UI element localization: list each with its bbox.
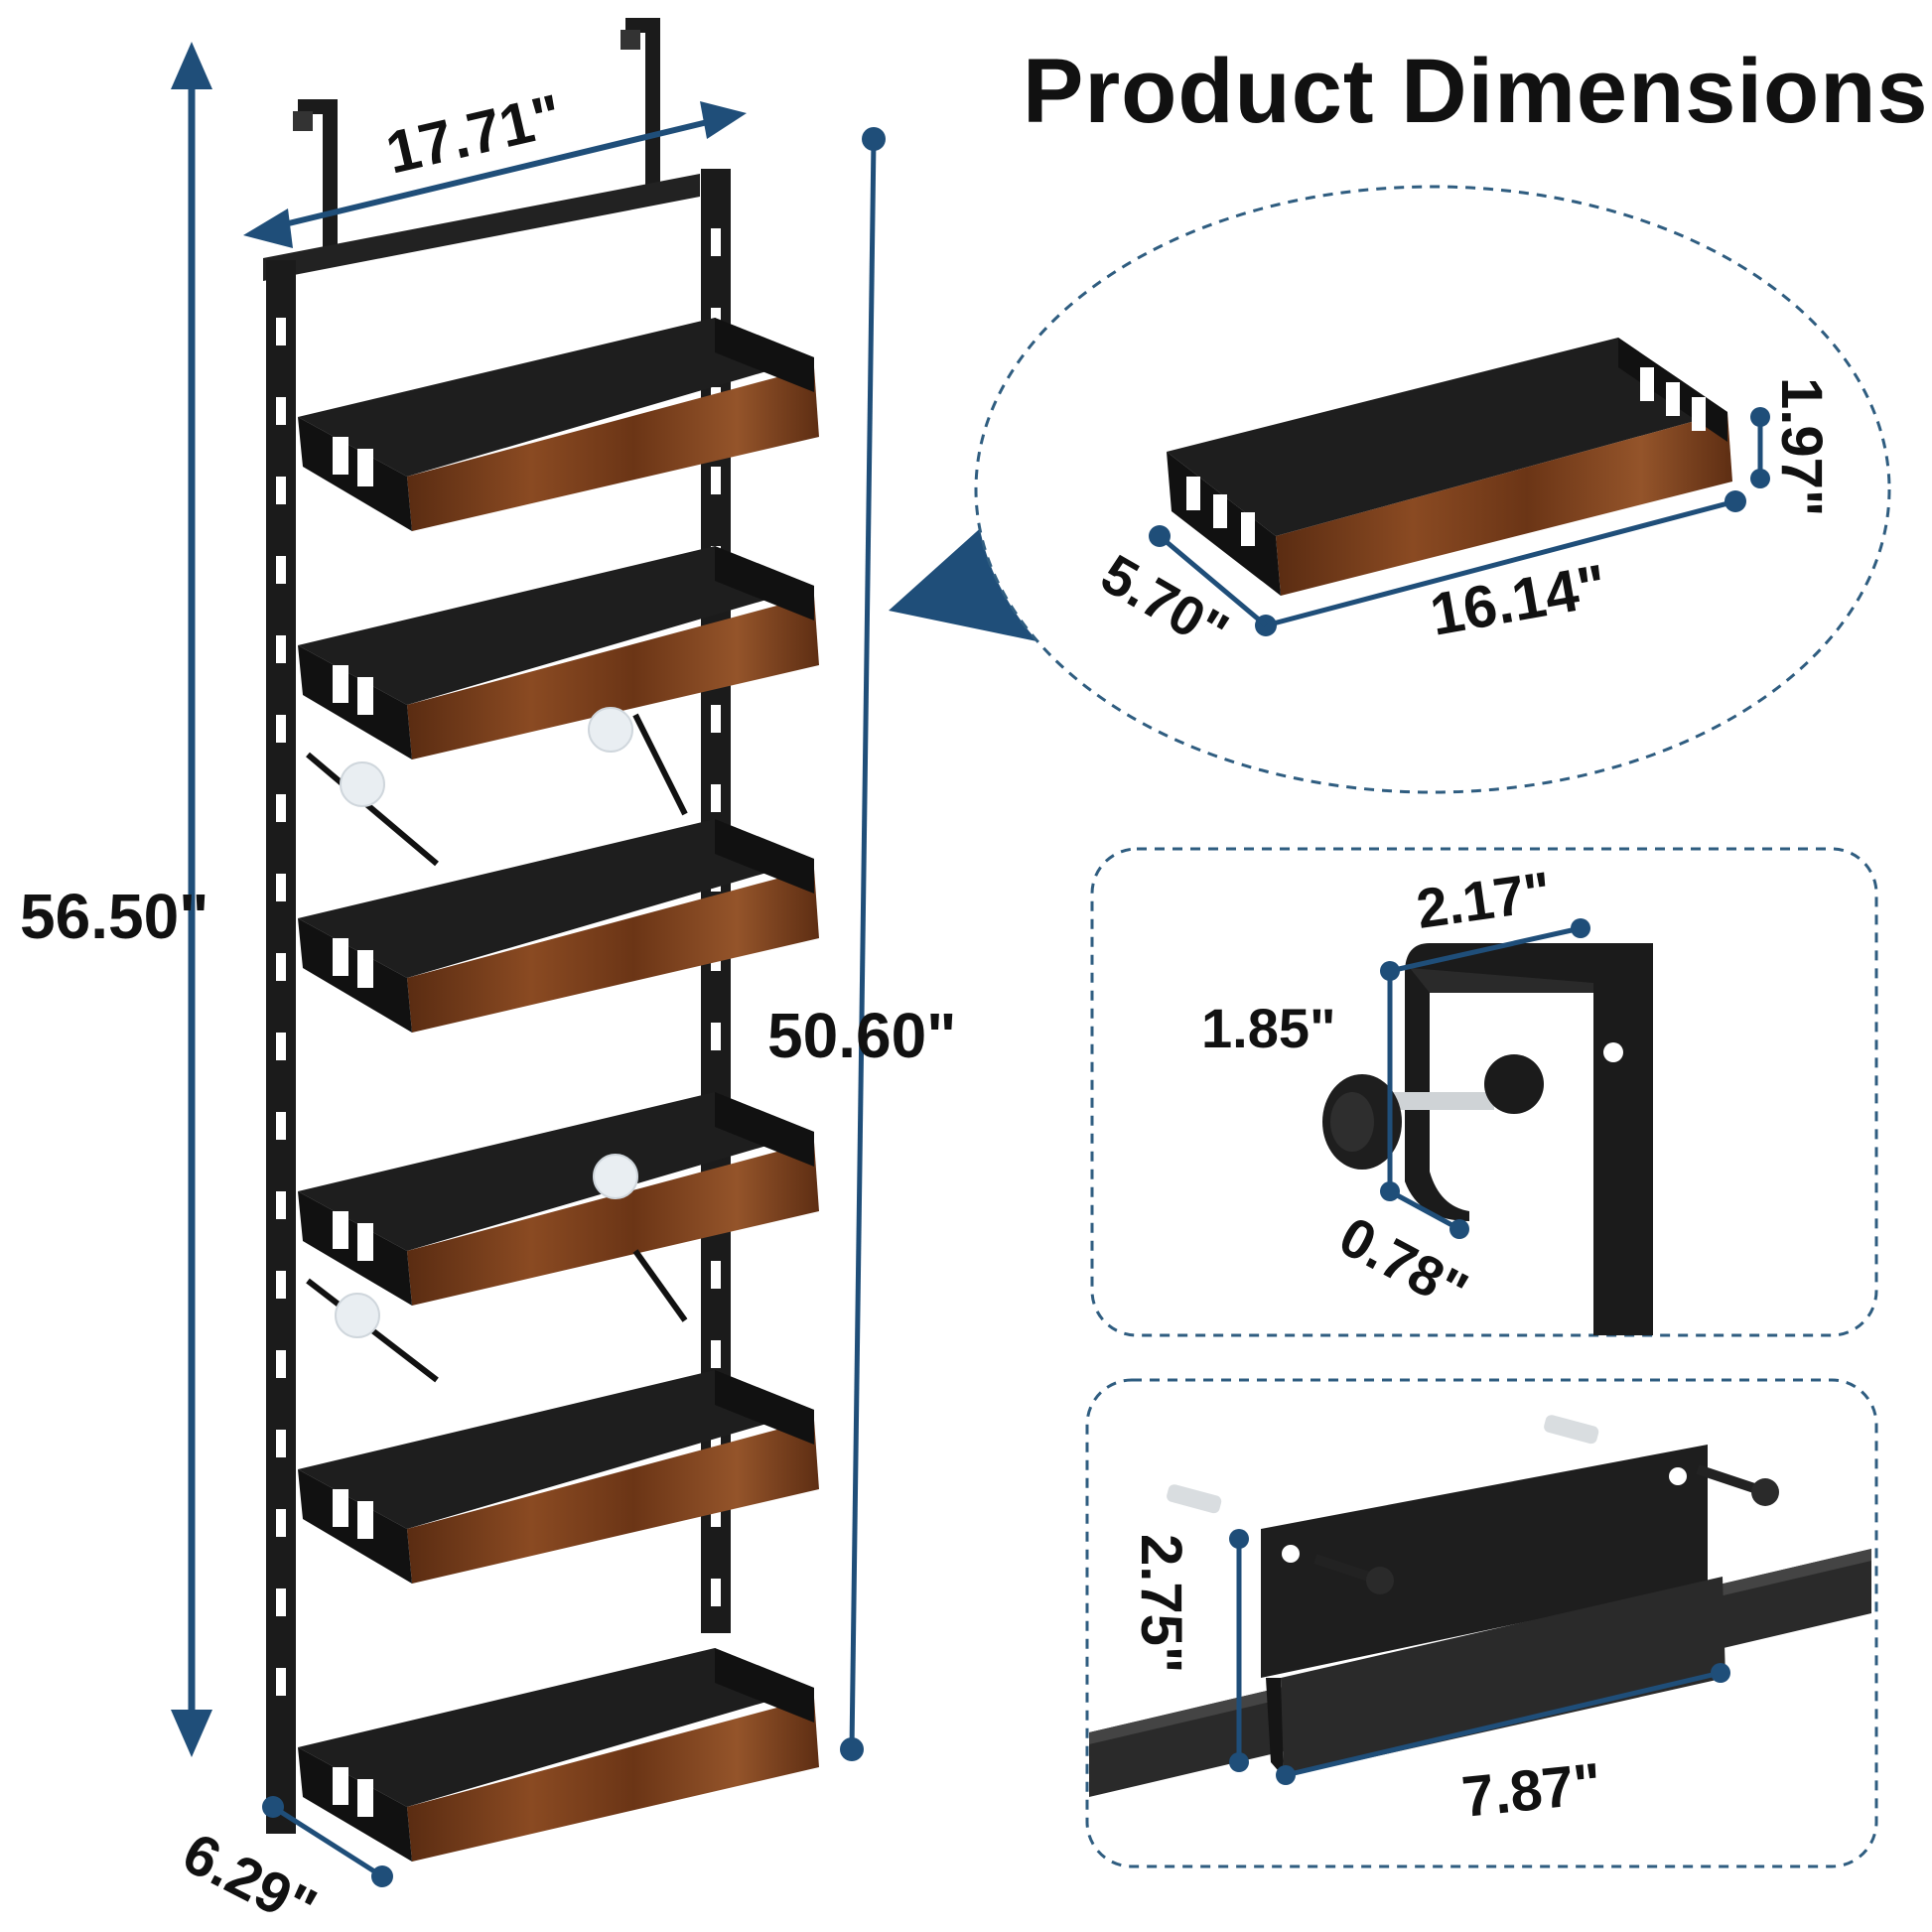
hook-height-label: 1.85" [1201, 997, 1336, 1059]
wall-anchor-right [1544, 1415, 1599, 1445]
door-rack [263, 18, 819, 1862]
bracket-back-plate [1261, 1445, 1708, 1678]
bracket-length-dimension [1276, 1663, 1730, 1785]
hook-detail-panel [1090, 847, 1878, 1337]
hook-width-label: 2.17" [1413, 860, 1555, 940]
wall-anchor-left [1167, 1484, 1222, 1514]
hook-inner-knob [1484, 1054, 1544, 1114]
bracket-height-label: 2.75" [1129, 1534, 1193, 1673]
basket-1 [298, 318, 819, 531]
hook-detail [1322, 943, 1653, 1335]
top-hook-right [621, 18, 660, 199]
support-struts [306, 713, 688, 1383]
depth-dimension [262, 1796, 393, 1887]
page-title: Product Dimensions [1023, 41, 1929, 142]
basket-height-dimension [1750, 407, 1770, 488]
hook-gap-dimension [1388, 1188, 1469, 1239]
bracket-height-dimension [1229, 1529, 1249, 1772]
height-dimension [171, 42, 212, 1757]
hook-screw-shaft [1385, 1092, 1494, 1110]
basket-5 [298, 1370, 819, 1584]
width-dimension [243, 101, 747, 248]
rack-width-label: 17.71" [380, 81, 568, 186]
rack-height-label: 56.50" [20, 881, 209, 952]
top-bar [263, 174, 700, 281]
basket-depth-dimension [1149, 525, 1268, 627]
basket-height-label: 1.97" [1769, 377, 1834, 516]
basket-6 [298, 1648, 819, 1862]
rack-inner-height-label: 50.60" [767, 1000, 957, 1071]
rack-depth-label: 6.29" [173, 1821, 327, 1932]
bracket-lip [1281, 1577, 1725, 1777]
basket-2 [298, 546, 819, 759]
basket-4 [298, 1092, 819, 1306]
screw-left [1313, 1554, 1394, 1594]
bracket-detail-panel [1085, 1378, 1878, 1868]
bracket-length-label: 7.87" [1459, 1751, 1604, 1830]
bracket-detail [1089, 1415, 1871, 1797]
inner-height-dimension [840, 127, 886, 1761]
screw-right [1696, 1464, 1779, 1506]
basket-detail [1167, 338, 1732, 596]
basket-3 [298, 819, 819, 1033]
top-hook-left [293, 99, 338, 248]
